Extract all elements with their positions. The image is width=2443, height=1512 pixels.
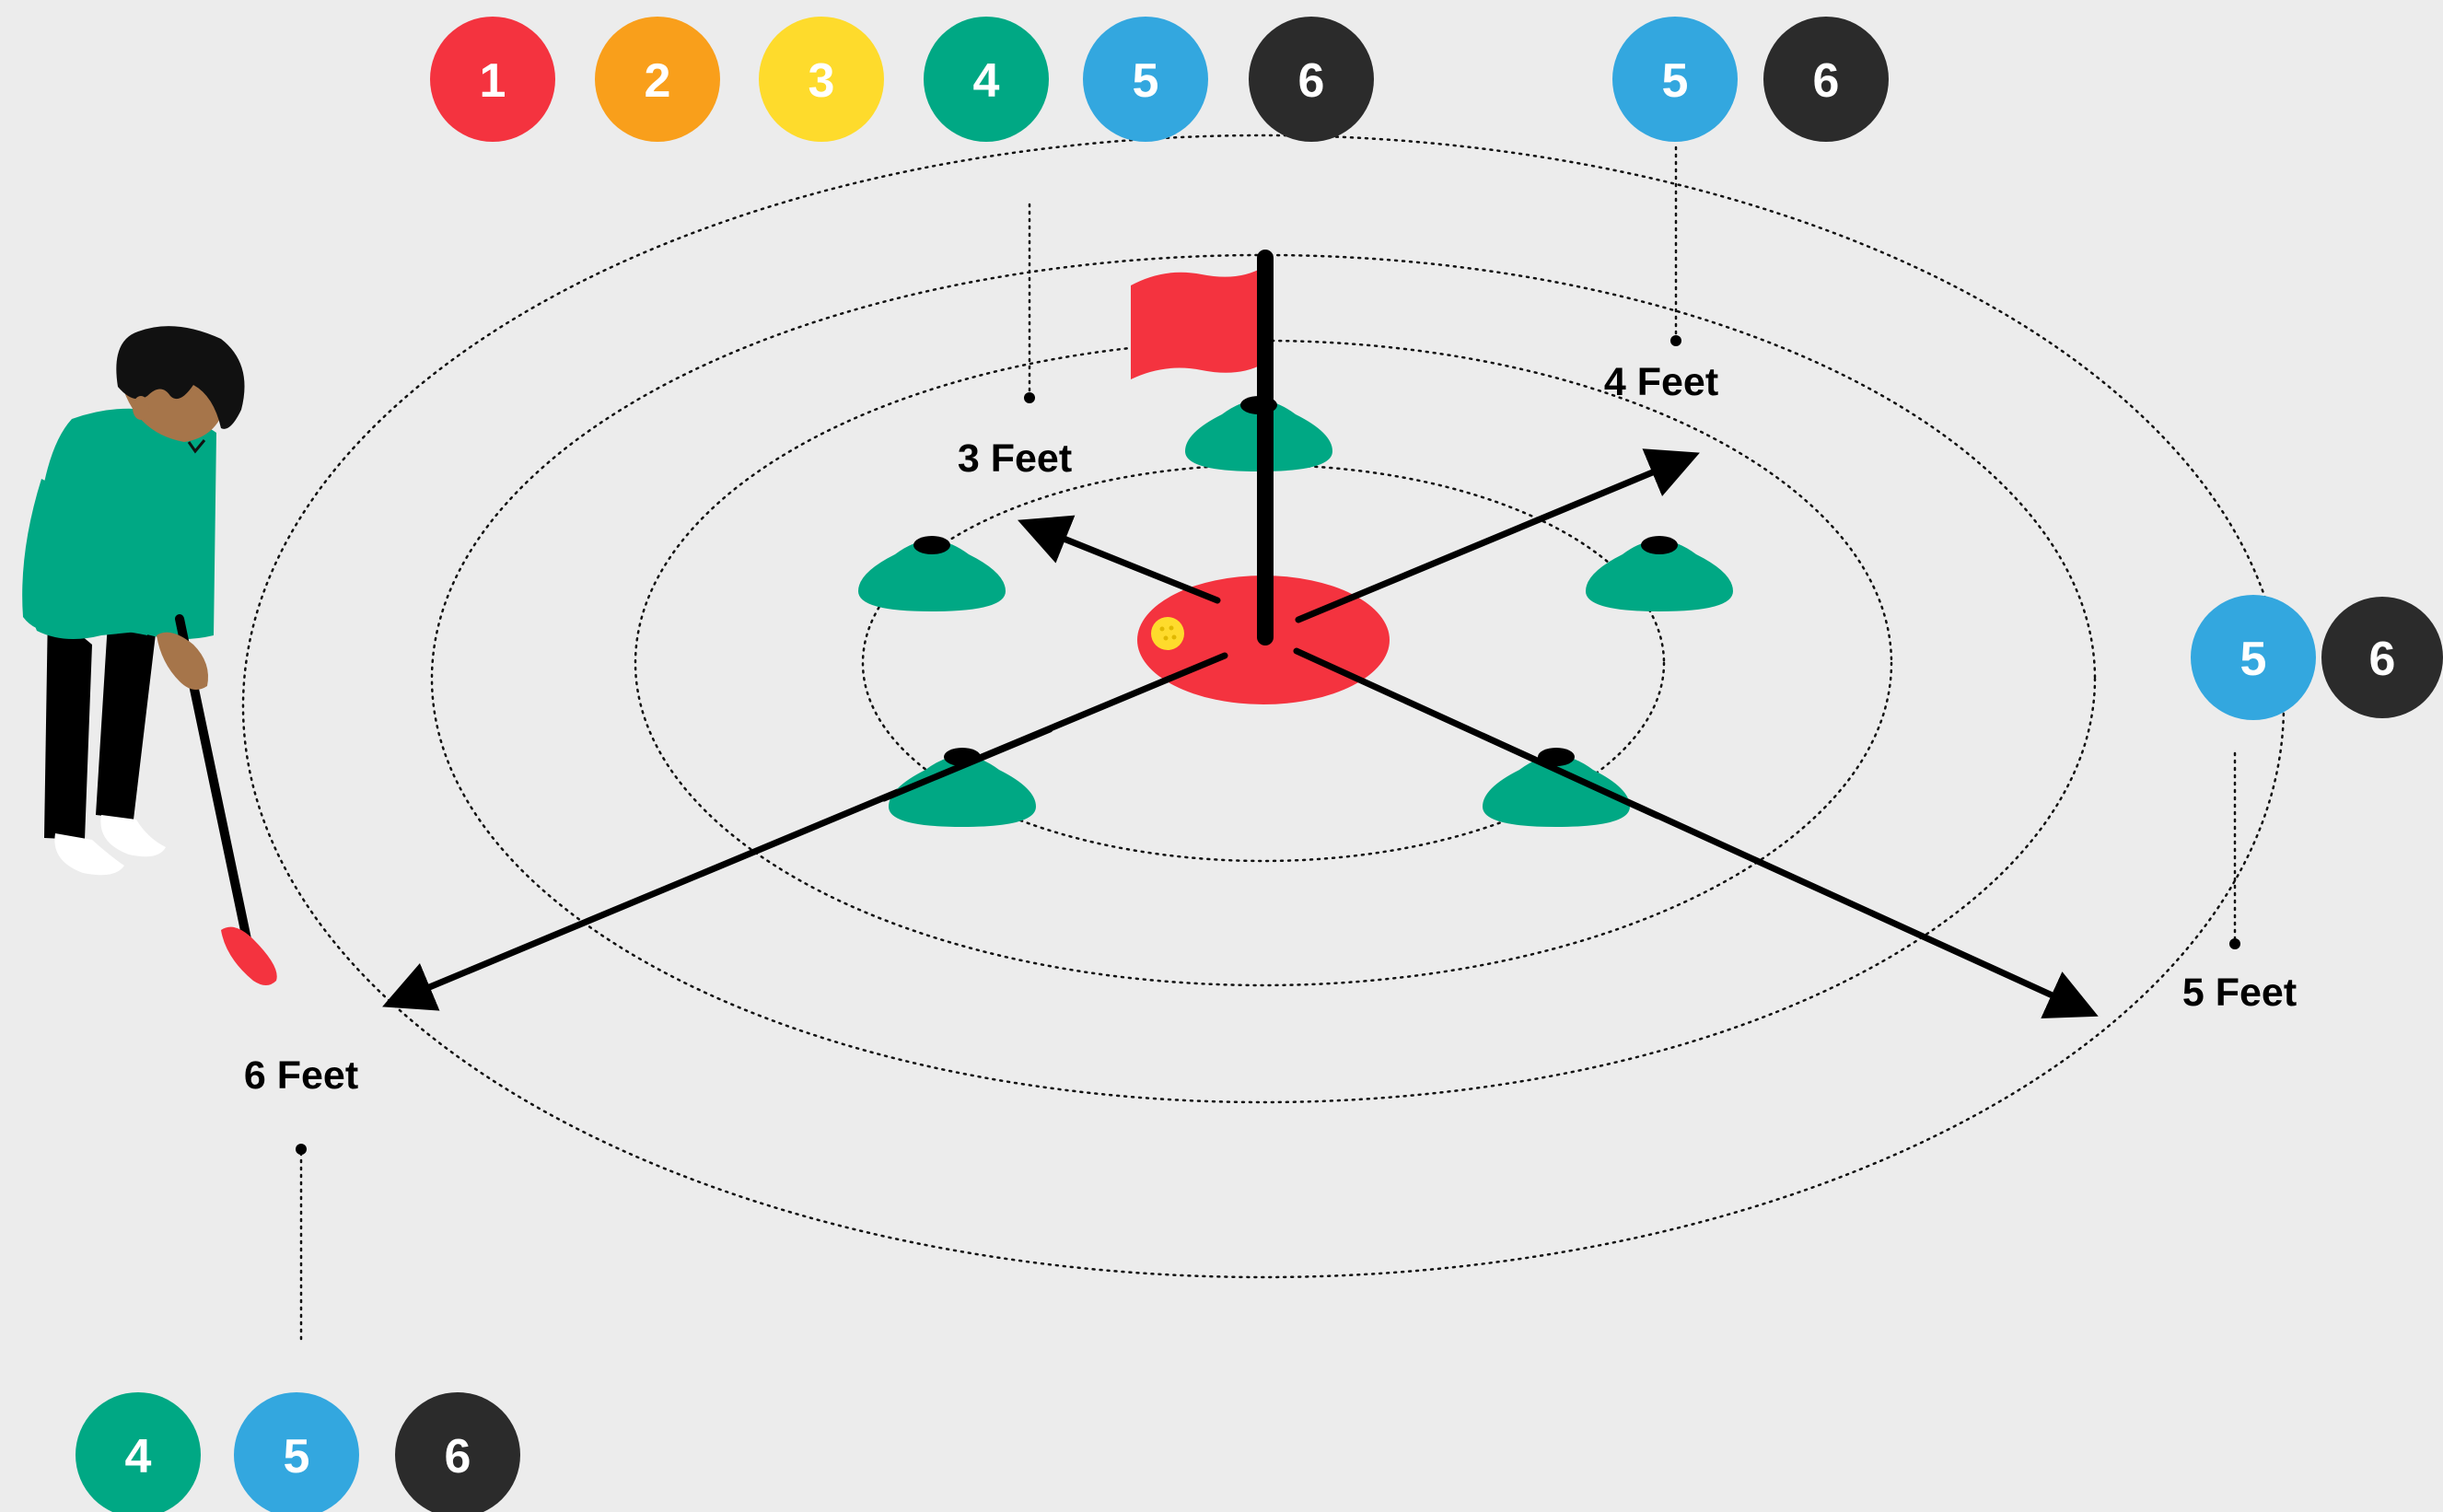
level-badge-3: 3	[759, 17, 884, 142]
level-badge-label: 5	[284, 1430, 310, 1483]
level-badge-label: 1	[480, 54, 506, 108]
level-badge-label: 2	[645, 54, 671, 108]
distance-label-4-feet: 4 Feet	[1604, 360, 1718, 404]
arrow-3-feet	[1030, 525, 1217, 600]
level-badge-2: 2	[595, 17, 720, 142]
level-badge-label: 5	[1662, 54, 1689, 108]
level-badge-4: 4	[924, 17, 1049, 142]
level-badge-label: 6	[1813, 54, 1840, 108]
distance-label-5-feet: 5 Feet	[2182, 971, 2297, 1015]
level-badge-label: 5	[1133, 54, 1159, 108]
distance-label-3-feet: 3 Feet	[958, 436, 1072, 481]
level-badges-4-feet: 5 6	[1612, 17, 1889, 142]
level-badge-1: 1	[430, 17, 555, 142]
level-legend: 1 2 3 4 5 6	[430, 17, 1374, 142]
level-badge-5: 5	[1083, 17, 1208, 142]
arrow-5-feet	[1297, 651, 2087, 1011]
level-badge-label: 6	[445, 1430, 471, 1483]
level-badge-label: 4	[125, 1430, 152, 1483]
distance-label-6-feet: 6 Feet	[244, 1053, 358, 1098]
level-badge-label: 3	[809, 54, 835, 108]
level-badge-6: 6	[1249, 17, 1374, 142]
level-badge-label: 5	[2240, 633, 2267, 686]
golf-ball-icon	[1151, 617, 1184, 650]
level-badges-5-feet: 5 6	[2191, 595, 2443, 720]
cone-marker-icon	[858, 536, 1006, 611]
cone-marker-icon	[1586, 536, 1733, 611]
level-badge-label: 4	[973, 54, 1000, 108]
arrow-6-feet	[394, 656, 1225, 1002]
level-badge-label: 6	[2369, 633, 2396, 686]
cone-marker-icon	[1483, 748, 1630, 827]
level-badges-6-feet: 4 5 6	[76, 1392, 520, 1512]
level-badge-label: 6	[1298, 54, 1325, 108]
distance-arrows	[394, 458, 2087, 1011]
golfer-figure	[22, 326, 277, 985]
